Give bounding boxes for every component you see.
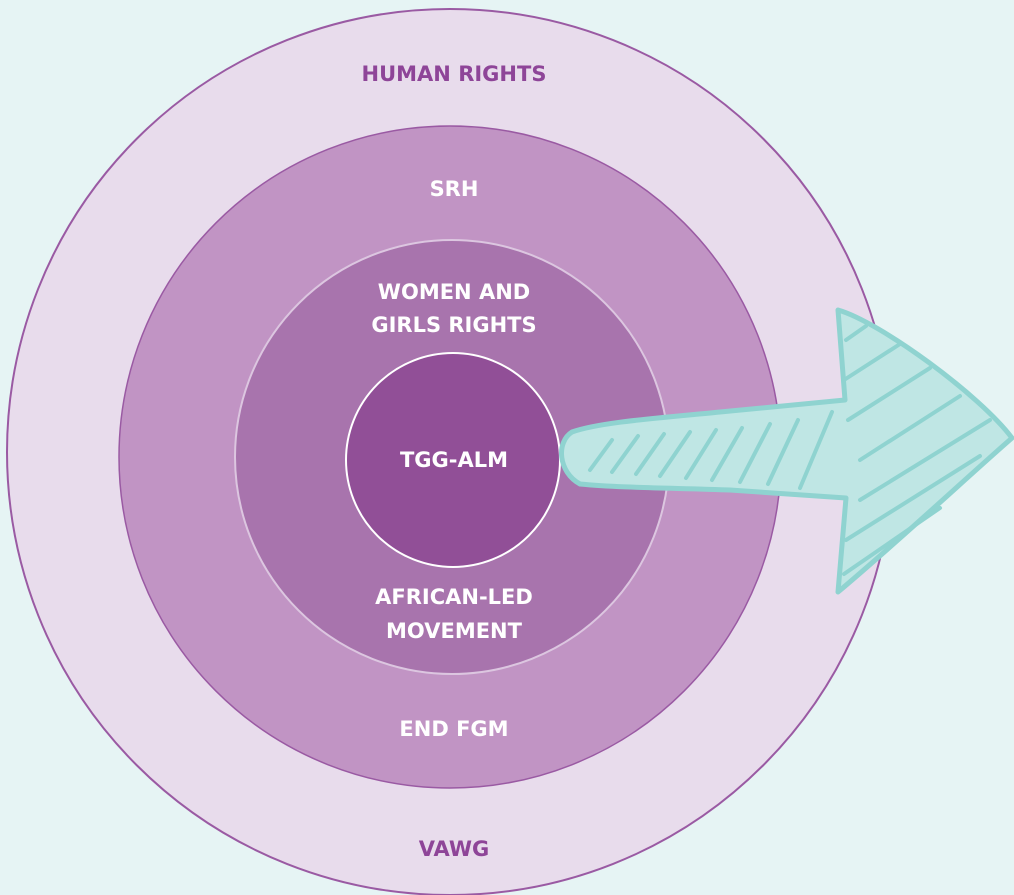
label-human-rights: HUMAN RIGHTS bbox=[362, 62, 547, 86]
label-african-led-line2: MOVEMENT bbox=[386, 619, 523, 643]
label-african-led-line1: AFRICAN-LED bbox=[375, 585, 533, 609]
label-vawg: VAWG bbox=[419, 837, 490, 861]
label-women-girls-rights-line1: WOMEN AND bbox=[378, 280, 530, 304]
label-srh: SRH bbox=[430, 177, 479, 201]
label-tgg-alm: TGG-ALM bbox=[400, 448, 508, 472]
label-end-fgm: END FGM bbox=[399, 717, 508, 741]
arrow-icon bbox=[559, 307, 1014, 595]
label-women-girls-rights-line2: GIRLS RIGHTS bbox=[371, 313, 536, 337]
